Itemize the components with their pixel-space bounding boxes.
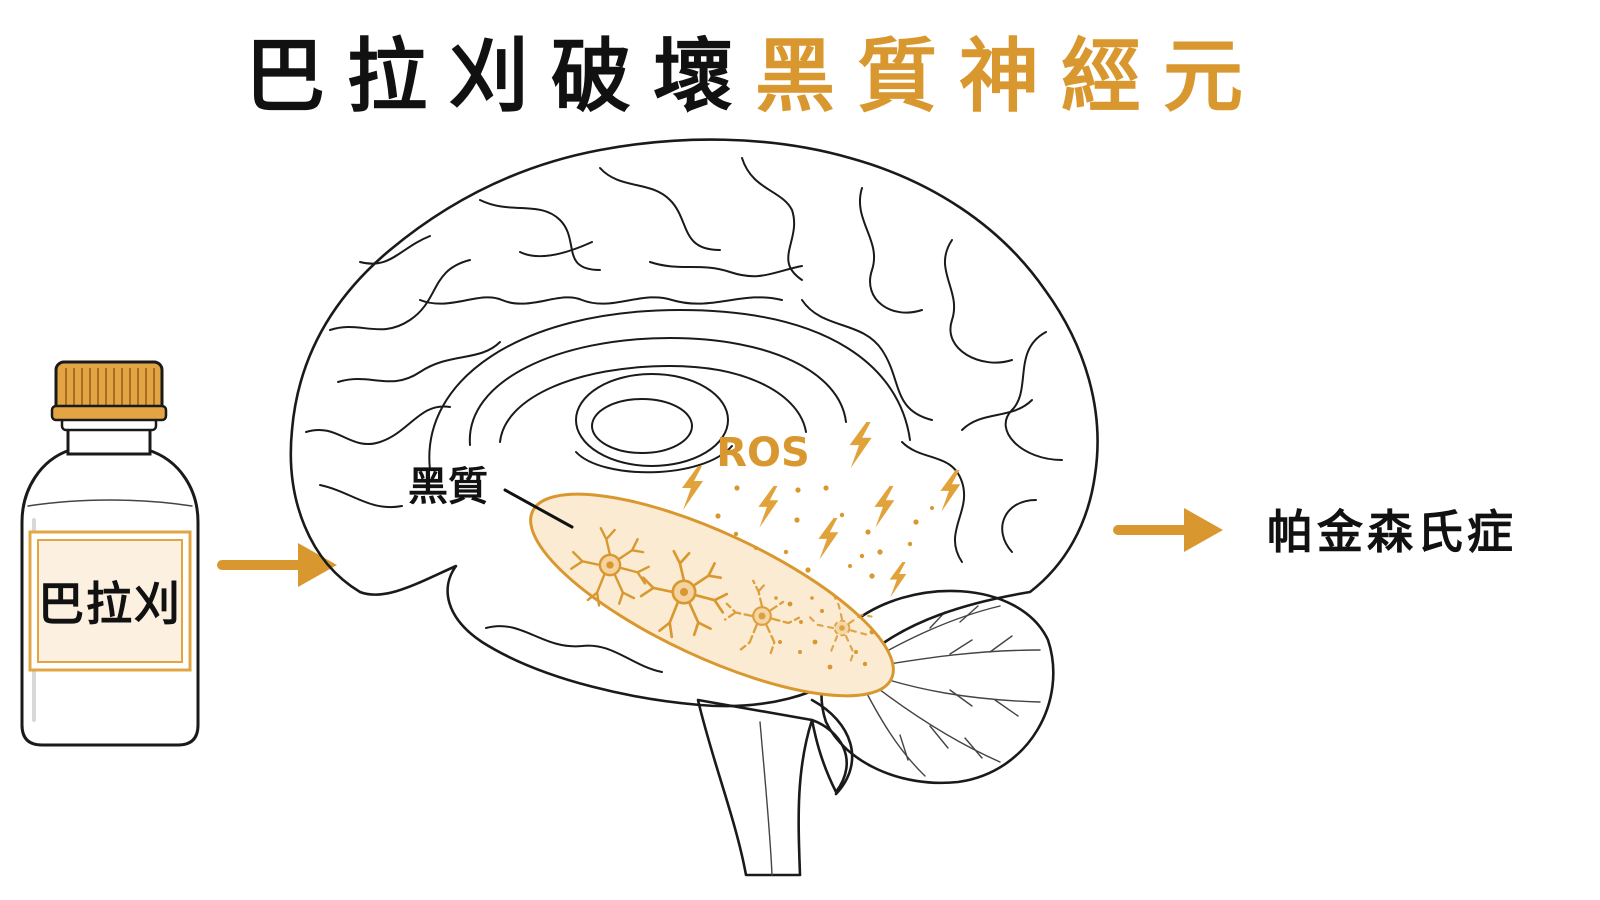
arrow-right-icon — [217, 543, 337, 587]
substantia-nigra-region — [529, 492, 895, 698]
bottle-label-text: 巴拉刈 — [38, 577, 182, 631]
debris-dots — [774, 596, 875, 670]
arrow-right-icon — [1113, 508, 1223, 552]
brain-illustration — [289, 138, 1099, 877]
lightning-icon — [849, 422, 872, 469]
lightning-icon — [818, 518, 839, 560]
ros-label: ROS — [716, 430, 810, 476]
brainstem — [696, 698, 854, 877]
title-part-paraquat: 巴拉刈破壞 — [245, 30, 755, 123]
outcome-label: 帕金森氏症 — [1267, 505, 1517, 559]
title-part-nigra-neurons: 黑質神經元 — [755, 30, 1265, 123]
damaged-neuron-icon — [723, 579, 801, 655]
page-title: 巴拉刈破壞黑質神經元 — [245, 30, 1265, 123]
fragmented-neuron-icon — [808, 594, 873, 664]
lightning-icon — [682, 466, 703, 510]
lightning-icon — [874, 486, 895, 528]
lightning-icon — [889, 562, 907, 598]
substantia-nigra-label: 黑質 — [408, 464, 488, 510]
label-pointer-line — [503, 488, 574, 529]
cerebellum — [820, 589, 1055, 785]
bottle-cap — [50, 360, 168, 422]
lightning-icon — [940, 470, 961, 512]
cerebrum — [289, 138, 1099, 708]
bottle-icon: 巴拉刈 — [20, 360, 200, 747]
lightning-icon — [758, 486, 779, 528]
bottle-label: 巴拉刈 — [28, 530, 192, 672]
ros-particle-dots — [715, 485, 934, 579]
